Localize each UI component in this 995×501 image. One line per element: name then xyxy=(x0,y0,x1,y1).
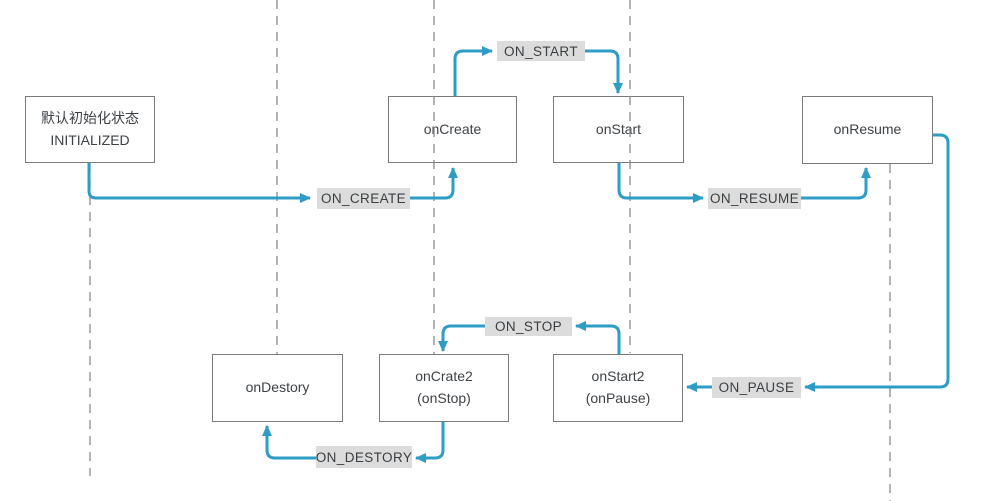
node-oncreate-label: onCreate xyxy=(423,120,482,137)
arrow-onresume-to-on-pause xyxy=(804,133,950,392)
node-ondestory: onDestory xyxy=(212,354,343,422)
arrow-onstart2-to-on-stop xyxy=(575,321,621,354)
node-onstart: onStart xyxy=(553,96,684,163)
node-ondestory-label: onDestory xyxy=(245,379,310,396)
arrow-on-create-to-oncreate xyxy=(410,167,458,200)
arrow-on-destory-to-ondestory xyxy=(262,425,316,460)
node-oncrate2-label: onCrate2 xyxy=(415,368,473,385)
node-initialized-label-cn: 默认初始化状态 xyxy=(41,109,139,126)
node-onstart2-label: onStart2 xyxy=(591,368,645,385)
arrow-onstart-to-on-resume xyxy=(617,163,704,203)
event-label-on-stop: ON_STOP xyxy=(485,317,572,336)
node-initialized: 默认初始化状态 INITIALIZED xyxy=(25,96,155,163)
node-initialized-label-en: INITIALIZED xyxy=(50,131,130,148)
node-onstart-label: onStart xyxy=(595,120,642,137)
arrow-oncrate2-to-on-destory xyxy=(415,422,445,463)
node-oncrate2: onCrate2 (onStop) xyxy=(379,354,509,422)
node-oncreate: onCreate xyxy=(388,96,517,163)
node-onstart2-sublabel: (onPause) xyxy=(585,390,651,406)
arrow-on-start-to-onstart xyxy=(585,49,623,94)
arrow-initialized-to-on-create xyxy=(87,163,311,203)
event-label-on-start: ON_START xyxy=(497,41,585,61)
event-label-on-pause: ON_PAUSE xyxy=(712,377,801,398)
node-onresume-label: onResume xyxy=(833,121,902,138)
node-oncrate2-sublabel: (onStop) xyxy=(417,390,471,406)
arrow-oncreate-to-on-start xyxy=(453,46,493,96)
event-label-on-destory: ON_DESTORY xyxy=(316,446,412,468)
node-onstart2: onStart2 (onPause) xyxy=(553,354,683,422)
node-onresume: onResume xyxy=(802,96,933,164)
arrow-on-resume-to-onresume xyxy=(801,167,871,200)
event-label-on-resume: ON_RESUME xyxy=(708,188,801,209)
arrow-on-stop-to-oncrate2 xyxy=(438,324,485,352)
event-label-on-create: ON_CREATE xyxy=(317,188,410,209)
